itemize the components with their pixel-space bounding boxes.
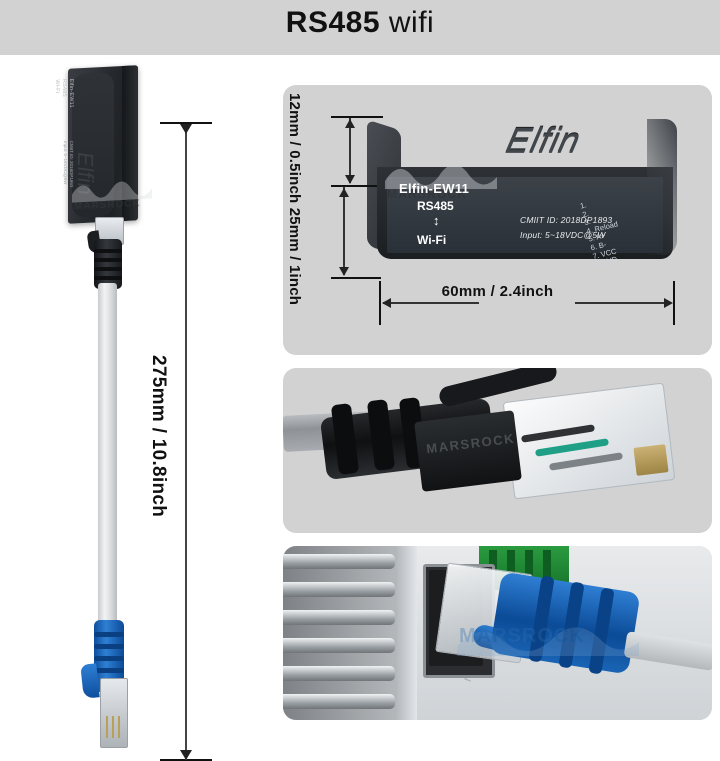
watermark-logo-vertical: MARSROCK [72, 181, 152, 211]
dim-line-height-12mm [349, 118, 351, 183]
boot-rib [94, 668, 124, 673]
rj45-gold-pin [112, 716, 114, 738]
page-title-bold: RS485 [285, 6, 381, 39]
device-label-plate: MARSROCK Elfin-EW11 RS485 ↕ Wi-Fi CMIIT … [385, 164, 663, 269]
dim-line-width-right [575, 302, 671, 304]
boot-rib [94, 267, 122, 271]
heatsink-fin [283, 666, 395, 681]
device-isometric: Elfin MARSROCK Elfin-EW11 RS485 ↕ Wi-Fi … [367, 115, 677, 275]
inverter-panel-edge [395, 546, 417, 720]
label-model: Elfin-EW11 [399, 181, 470, 196]
dim-arrow-25mm-bottom [339, 267, 349, 276]
ext-line-height-mid [331, 185, 377, 187]
boot-rib [94, 644, 124, 649]
svg-text:MARSROCK: MARSROCK [74, 198, 141, 211]
dim-line-width-left [383, 302, 479, 304]
boot-rib [94, 249, 122, 253]
panel-dimension-diagram: Elfin MARSROCK Elfin-EW11 RS485 ↕ Wi-Fi … [283, 85, 712, 355]
label-link-type: Wi-Fi [417, 233, 447, 247]
heatsink-fin [283, 638, 395, 653]
dimension-arrow-top [180, 124, 192, 134]
dimension-label-heights: 12mm / 0.5inch 25mm / 1inch [286, 93, 303, 306]
dimension-extension-line-top [160, 122, 212, 124]
dim-arrow-width-right [664, 298, 673, 308]
dim-arrow-12mm-bottom [345, 175, 355, 184]
heatsink-fin [283, 694, 395, 709]
svg-text:MARSROCK: MARSROCK [459, 625, 585, 647]
boot-rib [94, 276, 122, 280]
label-bidirectional-arrow: ↕ [433, 213, 440, 228]
header-band: RS485 wifi [0, 0, 720, 55]
brand-emboss-elfin: Elfin [502, 121, 585, 160]
label-cmiit-id: CMIIT ID: 2018DP1893 [520, 215, 613, 225]
rj45-gold-pin [106, 716, 108, 738]
terminal-slot [507, 550, 515, 586]
rj45-blue-latch [80, 663, 100, 699]
heatsink [283, 546, 401, 720]
watermark-logo-plate: MARSROCK [385, 164, 497, 199]
page-title-rest: wifi [388, 6, 435, 39]
page-title: RS485 wifi [0, 6, 720, 40]
terminal-slot [525, 550, 533, 586]
terminal-slot [543, 550, 551, 586]
ext-line-height-bottom [331, 277, 381, 279]
dimension-line-total-length [185, 124, 187, 760]
boot-rib [94, 258, 122, 262]
dim-line-height-25mm [343, 187, 345, 275]
rj45-strain-boot [94, 239, 122, 289]
ext-line-width-left [379, 281, 381, 325]
dimension-label-width: 60mm / 2.4inch [441, 283, 554, 300]
boot-rib [94, 632, 124, 637]
boot-rib [94, 656, 124, 661]
panel-rj45-closeup: MARSROCK [283, 368, 712, 533]
ext-line-width-right [673, 281, 675, 325]
rj45-gold-pin [118, 716, 120, 738]
label-protocol: RS485 [417, 199, 454, 213]
rj45-blue-clear-housing [100, 678, 128, 748]
photo-gold-contacts [633, 444, 669, 476]
dimension-label-total-length: 275mm / 10.8inch [148, 355, 169, 518]
dimension-arrow-bottom [180, 750, 192, 760]
ext-line-height-top [331, 116, 383, 118]
heatsink-fin [283, 554, 395, 569]
rj45-connector-blue [80, 620, 132, 748]
rj45-connector-black [86, 217, 128, 289]
heatsink-fin [283, 610, 395, 625]
panel-installation: Manufacture rtificate MARSROCK [283, 546, 712, 720]
svg-text:MARSROCK: MARSROCK [387, 187, 467, 199]
label-input-voltage: Input: 5~18VDC@5W [520, 230, 606, 240]
dim-arrow-25mm-top [339, 188, 349, 197]
dim-arrow-12mm-top [345, 119, 355, 128]
dim-arrow-width-left [382, 298, 391, 308]
heatsink-fin [283, 582, 395, 597]
ethernet-cable [98, 283, 117, 633]
watermark-logo-install: MARSROCK [457, 625, 639, 656]
